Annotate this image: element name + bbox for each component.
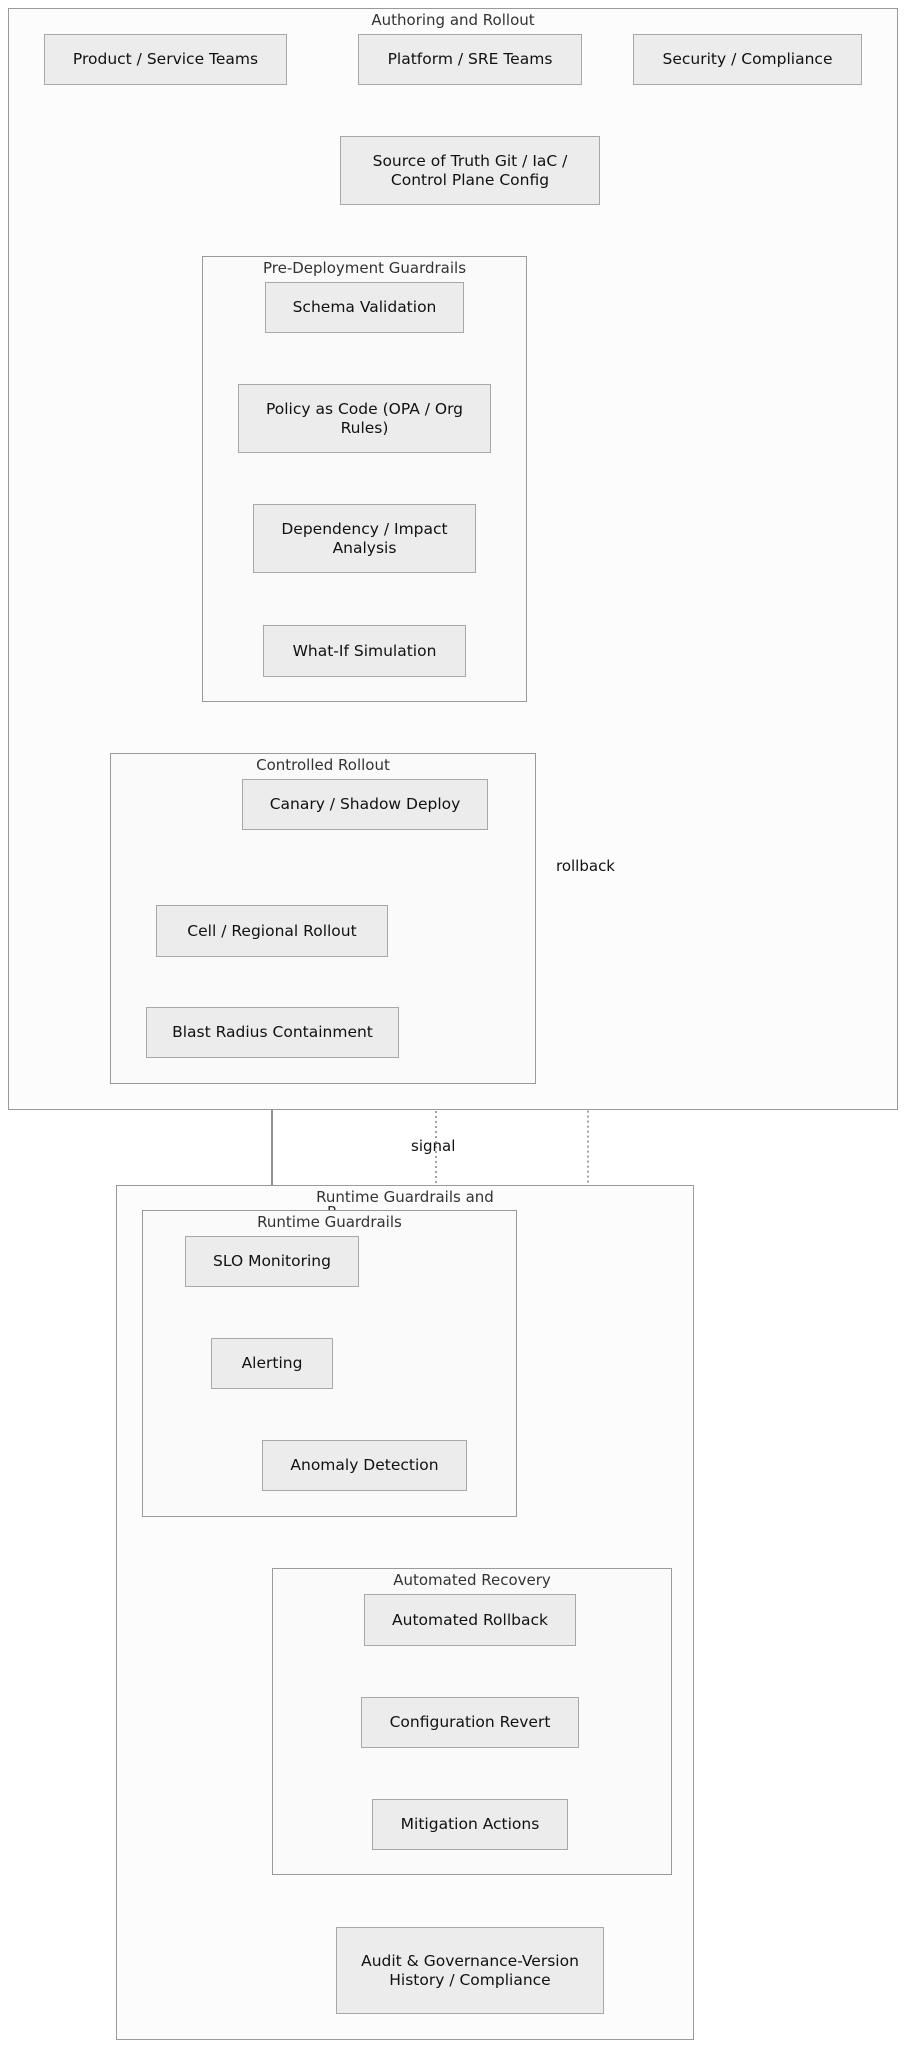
node-label: SLO Monitoring [213,1252,331,1270]
node-label: Alerting [241,1354,303,1372]
node-policy-as-code[interactable]: Policy as Code (OPA / Org Rules) [238,384,491,453]
edge-label-rollback: rollback [556,857,615,875]
node-label: Anomaly Detection [290,1456,439,1474]
node-mitigation-actions[interactable]: Mitigation Actions [372,1799,568,1850]
group-title-runtime-inner: Runtime Guardrails [257,1213,402,1231]
node-product-service-teams[interactable]: Product / Service Teams [44,34,287,85]
node-label: Blast Radius Containment [172,1023,373,1041]
node-blast-radius[interactable]: Blast Radius Containment [146,1007,399,1058]
node-label: Audit & Governance-Version History / Com… [361,1951,579,1989]
node-schema-validation[interactable]: Schema Validation [265,282,464,333]
node-security-compliance[interactable]: Security / Compliance [633,34,862,85]
node-source-of-truth[interactable]: Source of Truth Git / IaC / Control Plan… [340,136,600,205]
node-label: Platform / SRE Teams [387,50,553,68]
node-canary-shadow-deploy[interactable]: Canary / Shadow Deploy [242,779,488,830]
node-label: Product / Service Teams [72,50,259,68]
node-label: Security / Compliance [662,50,833,68]
group-title-authoring: Authoring and Rollout [371,11,535,29]
node-label: Dependency / Impact Analysis [281,519,448,557]
node-label: Canary / Shadow Deploy [269,795,461,813]
node-platform-sre-teams[interactable]: Platform / SRE Teams [358,34,582,85]
node-anomaly-detection[interactable]: Anomaly Detection [262,1440,467,1491]
edge-label-signal: signal [411,1137,456,1155]
node-cell-regional-rollout[interactable]: Cell / Regional Rollout [156,905,388,957]
node-label: Cell / Regional Rollout [187,921,357,940]
group-title-runtime-outer: Runtime Guardrails and [316,1188,494,1206]
node-slo-monitoring[interactable]: SLO Monitoring [185,1236,359,1287]
node-configuration-revert[interactable]: Configuration Revert [361,1697,579,1748]
node-label: Mitigation Actions [400,1815,540,1833]
node-alerting[interactable]: Alerting [211,1338,333,1389]
node-label: Configuration Revert [389,1713,551,1731]
node-audit-governance[interactable]: Audit & Governance-Version History / Com… [336,1927,604,2014]
node-label: What-If Simulation [292,641,437,660]
node-automated-rollback[interactable]: Automated Rollback [364,1594,576,1646]
node-label: Source of Truth Git / IaC / Control Plan… [372,151,568,189]
group-title-pre-deployment: Pre-Deployment Guardrails [262,259,467,277]
node-what-if-simulation[interactable]: What-If Simulation [263,625,466,677]
node-label: Automated Rollback [392,1610,548,1629]
group-title-controlled-rollout: Controlled Rollout [256,756,390,774]
node-label: Schema Validation [292,298,437,316]
node-label: Policy as Code (OPA / Org Rules) [265,399,464,437]
group-title-automated-recovery: Automated Recovery [393,1571,551,1589]
node-dependency-impact[interactable]: Dependency / Impact Analysis [253,504,476,573]
group-title-runtime-outer-cut: R [327,1205,337,1212]
